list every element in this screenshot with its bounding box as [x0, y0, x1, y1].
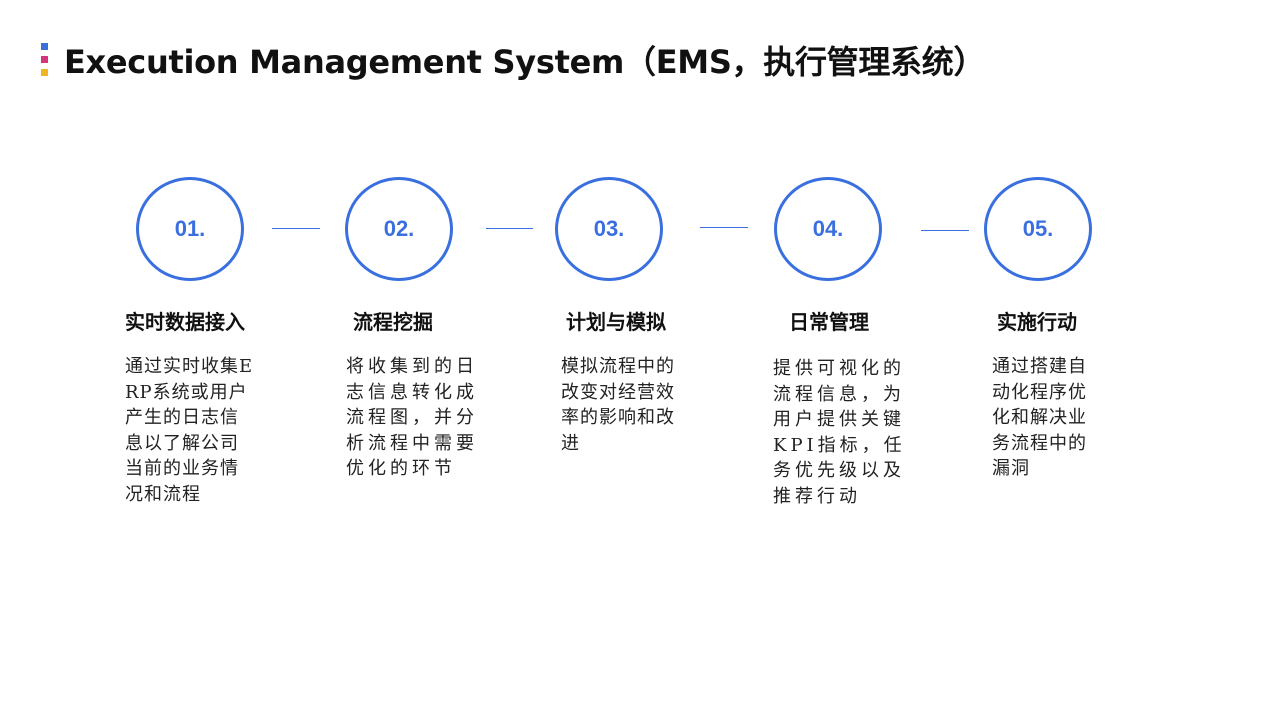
page-title: Execution Management System（EMS，执行管理系统） [64, 43, 986, 81]
step-5-circle: 05. [984, 177, 1092, 281]
step-3-circle: 03. [555, 177, 663, 281]
connector-1-2 [272, 228, 320, 229]
step-5-title: 实施行动 [997, 310, 1077, 334]
step-1-title: 实时数据接入 [125, 310, 245, 334]
step-1-description: 通过实时收集ERP系统或用户产生的日志信息以了解公司当前的业务情况和流程 [125, 356, 254, 505]
step-3-description: 模拟流程中的改变对经营效率的影响和改进 [561, 356, 675, 454]
step-2-circle: 02. [345, 177, 453, 281]
title-marker-blue [41, 43, 48, 50]
connector-4-5 [921, 230, 969, 231]
step-3-title: 计划与模拟 [566, 310, 666, 334]
title-marker-pink [41, 56, 48, 63]
step-5-description: 通过搭建自动化程序优化和解决业务流程中的漏洞 [992, 356, 1087, 479]
connector-2-3 [486, 228, 533, 229]
step-4-title: 日常管理 [789, 310, 869, 334]
title-marker-yellow [41, 69, 48, 76]
connector-3-4 [700, 227, 748, 228]
step-2-title: 流程挖掘 [353, 310, 433, 334]
title-marker [41, 43, 48, 77]
step-4-description: 提供可视化的流程信息，为用户提供关键KPI指标，任务优先级以及推荐行动 [773, 358, 906, 507]
step-1-circle: 01. [136, 177, 244, 281]
step-2-description: 将收集到的日志信息转化成流程图，并分析流程中需要优化的环节 [346, 356, 478, 479]
step-4-circle: 04. [774, 177, 882, 281]
